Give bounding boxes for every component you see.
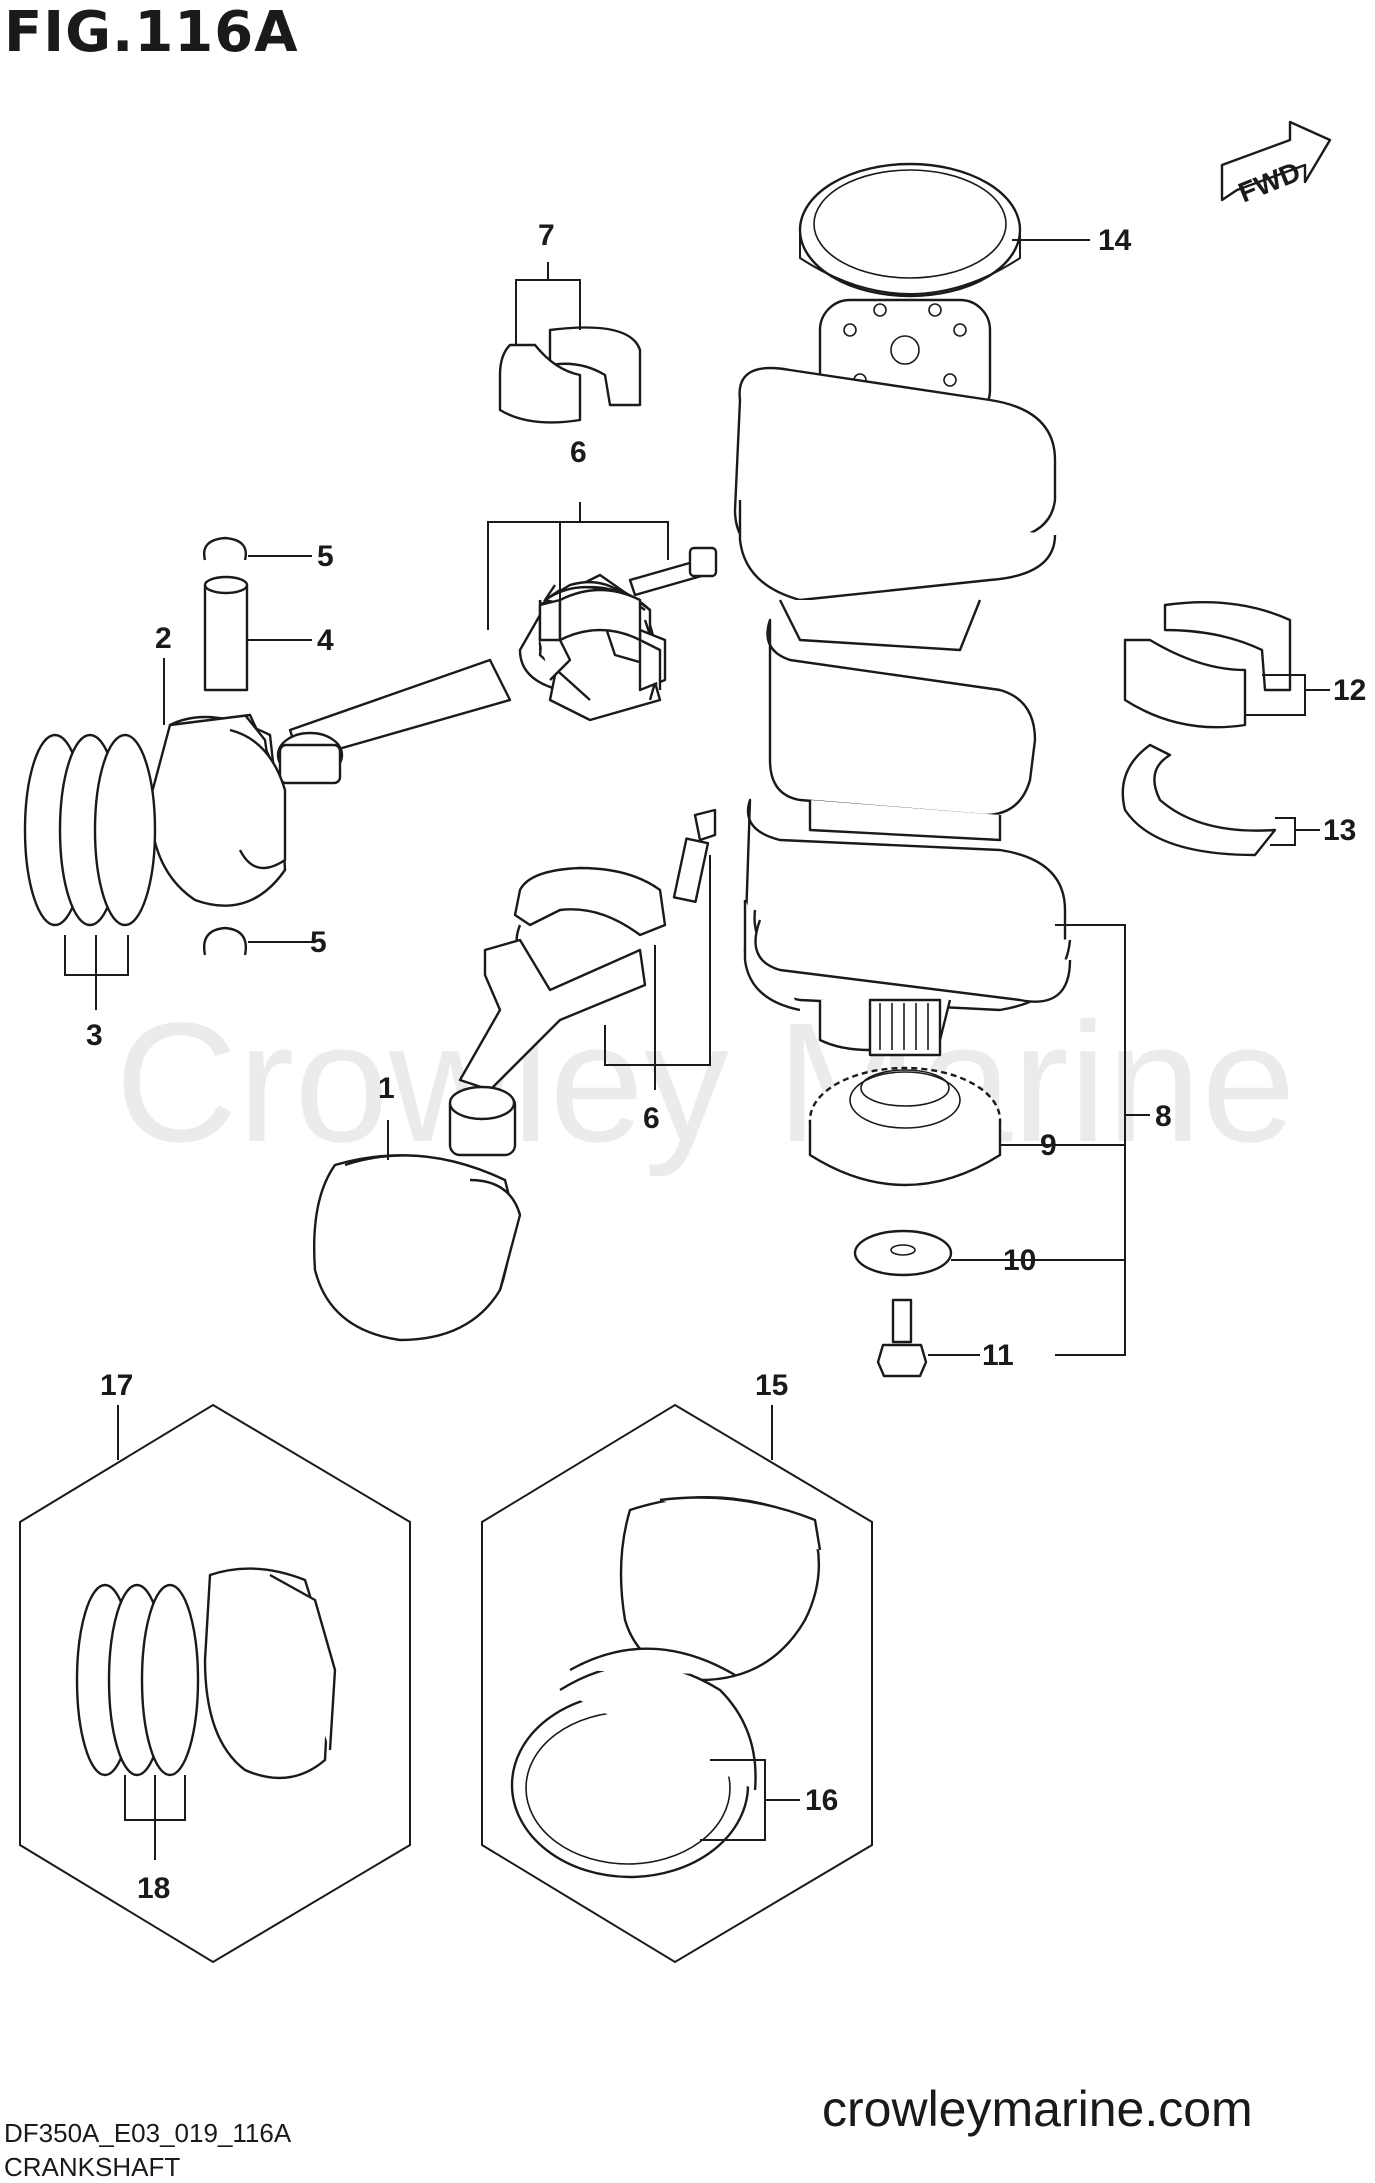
callout-18: 18 [137,1872,170,1905]
callout-4: 4 [317,624,334,657]
kit-15-hexagon [481,1403,873,1964]
callout-12: 12 [1333,674,1366,707]
callout-5-upper: 5 [317,540,334,573]
callout-6-upper: 6 [570,436,587,469]
callout-15: 15 [755,1369,788,1402]
part-13-thrust-bearing [1121,743,1320,857]
part-5-circlip-lower [203,926,247,956]
part-2-piston [148,713,287,907]
callout-17: 17 [100,1369,133,1402]
part-5-circlip-upper [203,536,247,561]
part-6-connecting-rod-lower [448,808,717,1157]
figure-name: CRANKSHAFT [4,2152,181,2182]
part-10-washer [853,1229,953,1277]
part-4-piston-pin [203,575,249,692]
callout-9: 9 [1040,1129,1057,1162]
callout-7: 7 [538,219,555,252]
callout-5-lower: 5 [310,926,327,959]
part-14-oil-seal [798,162,1022,298]
callout-2: 2 [155,622,172,655]
callout-11: 11 [982,1339,1014,1372]
callout-1: 1 [378,1072,395,1105]
callout-labels: 1 2 3 4 5 5 6 6 7 8 9 10 11 12 13 14 15 … [86,219,1366,1905]
figure-title: FIG.116A [4,0,299,65]
part-11-bolt [876,1298,928,1378]
figure-code: DF350A_E03_019_116A [4,2118,292,2148]
site-url[interactable]: crowleymarine.com [822,2081,1253,2137]
callout-8: 8 [1155,1100,1172,1133]
part-8-crankshaft [733,298,1072,1057]
callout-6-lower: 6 [643,1102,660,1135]
callout-16: 16 [805,1784,838,1817]
kit-17-hexagon [19,1403,411,1964]
callout-14: 14 [1098,224,1132,257]
callout-13: 13 [1323,814,1356,847]
part-7-bearing [498,262,642,424]
part-6-connecting-rod-upper [276,502,718,785]
part-12-bearing [1123,600,1330,729]
part-9-gear [808,1066,1002,1187]
fwd-arrow-icon: FWD [1220,120,1332,208]
watermark: Crowley Marine [115,988,1296,1178]
part-1-piston [312,1120,522,1342]
callout-10: 10 [1003,1244,1036,1277]
part-3-piston-rings [23,733,157,1010]
callout-3: 3 [86,1019,103,1052]
